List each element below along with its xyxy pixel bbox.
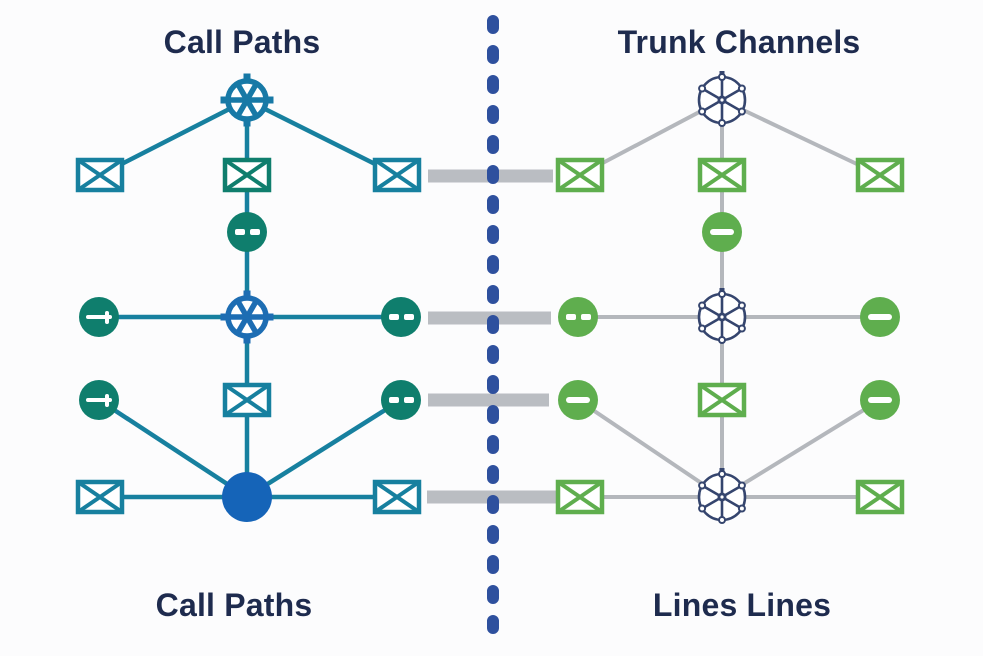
- channel-envelope-icon: [222, 157, 272, 193]
- channel-envelope-icon: [555, 479, 605, 515]
- tick-glyph: [105, 310, 109, 324]
- port-double-minus-icon: [381, 380, 421, 420]
- hub-node-icon: [222, 472, 272, 522]
- channel-envelope-icon: [697, 382, 747, 418]
- tick-glyph: [105, 393, 109, 407]
- port-circle: [79, 297, 119, 337]
- channel-envelope-icon: [222, 382, 272, 418]
- channel-envelope-icon: [855, 157, 905, 193]
- port-double-minus-icon: [381, 297, 421, 337]
- switch-wheel-icon: [219, 72, 275, 128]
- port-circle: [558, 297, 598, 337]
- minus-glyph: [234, 229, 245, 235]
- channel-envelope-icon: [855, 479, 905, 515]
- minus-glyph: [710, 229, 734, 235]
- minus-glyph: [86, 315, 112, 319]
- channel-envelope-icon: [75, 479, 125, 515]
- minus-glyph: [580, 314, 591, 320]
- minus-glyph: [388, 397, 399, 403]
- minus-glyph: [403, 314, 414, 320]
- left-panel-title: Call Paths: [163, 24, 321, 60]
- right-panel-caption: Lines Lines: [652, 587, 832, 623]
- minus-glyph: [249, 229, 260, 235]
- minus-glyph: [565, 314, 576, 320]
- hub-circle: [222, 472, 272, 522]
- port-double-minus-icon: [227, 212, 267, 252]
- minus-glyph: [86, 398, 112, 402]
- switch-wheel-icon: [692, 467, 752, 527]
- port-circle: [381, 297, 421, 337]
- port-circle: [860, 380, 900, 420]
- port-minus-icon: [558, 380, 598, 420]
- port-circle: [702, 212, 742, 252]
- switch-wheel-icon: [219, 289, 275, 345]
- channel-envelope-icon: [697, 157, 747, 193]
- minus-glyph: [566, 397, 590, 403]
- switch-wheel-icon: [692, 70, 752, 130]
- channel-envelope-icon: [372, 157, 422, 193]
- minus-glyph: [868, 314, 892, 320]
- port-circle: [79, 380, 119, 420]
- port-circle: [227, 212, 267, 252]
- port-double-minus-icon: [558, 297, 598, 337]
- port-minus-icon: [702, 212, 742, 252]
- right-panel-title: Trunk Channels: [617, 24, 861, 60]
- minus-glyph: [403, 397, 414, 403]
- channel-envelope-icon: [75, 157, 125, 193]
- minus-glyph: [388, 314, 399, 320]
- port-minus-icon: [860, 297, 900, 337]
- port-circle: [381, 380, 421, 420]
- port-minus-tick-icon: [79, 297, 119, 337]
- channel-envelope-icon: [555, 157, 605, 193]
- port-circle: [558, 380, 598, 420]
- channel-envelope-icon: [372, 479, 422, 515]
- port-minus-tick-icon: [79, 380, 119, 420]
- port-minus-icon: [860, 380, 900, 420]
- port-circle: [860, 297, 900, 337]
- switch-wheel-icon: [692, 287, 752, 347]
- left-panel-caption: Call Paths: [155, 587, 313, 623]
- minus-glyph: [868, 397, 892, 403]
